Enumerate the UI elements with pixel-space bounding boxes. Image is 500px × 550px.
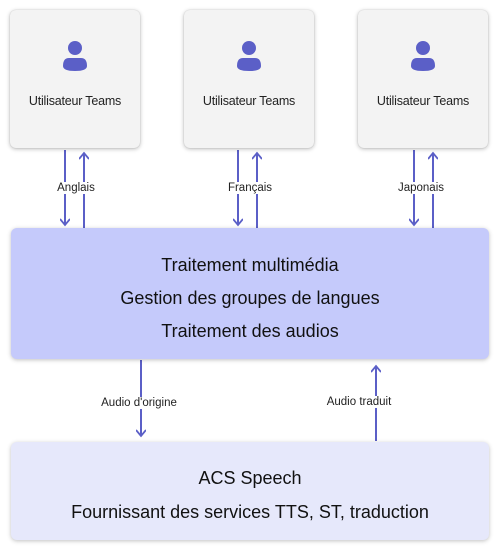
original-audio-label: Audio d'origine <box>98 397 180 409</box>
user-label: Utilisateur Teams <box>28 94 122 108</box>
teams-user-card-3: Utilisateur Teams <box>358 10 488 148</box>
teams-user-card-1: Utilisateur Teams <box>10 10 140 148</box>
media-processing-title: Traitement multimédia <box>161 255 339 275</box>
acs-speech-title: ACS Speech <box>198 468 302 488</box>
language-label-japanese: Japonais <box>395 182 447 194</box>
language-group-management: Gestion des groupes de langues <box>120 288 380 308</box>
person-icon <box>63 41 87 71</box>
language-label-english: Anglais <box>55 182 97 194</box>
teams-user-card-2: Utilisateur Teams <box>184 10 314 148</box>
person-icon <box>411 41 435 71</box>
media-processing-box: Traitement multimédia Gestion des groupe… <box>11 228 489 359</box>
audio-processing: Traitement des audios <box>161 321 339 341</box>
acs-speech-box: ACS Speech Fournissant des services TTS,… <box>11 442 489 540</box>
person-icon <box>237 41 261 71</box>
user-label: Utilisateur Teams <box>376 94 470 108</box>
user-label: Utilisateur Teams <box>202 94 296 108</box>
language-label-french: Français <box>225 182 275 194</box>
translated-audio-label: Audio traduit <box>323 396 395 408</box>
acs-services-description: Fournissant des services TTS, ST, traduc… <box>71 502 429 522</box>
